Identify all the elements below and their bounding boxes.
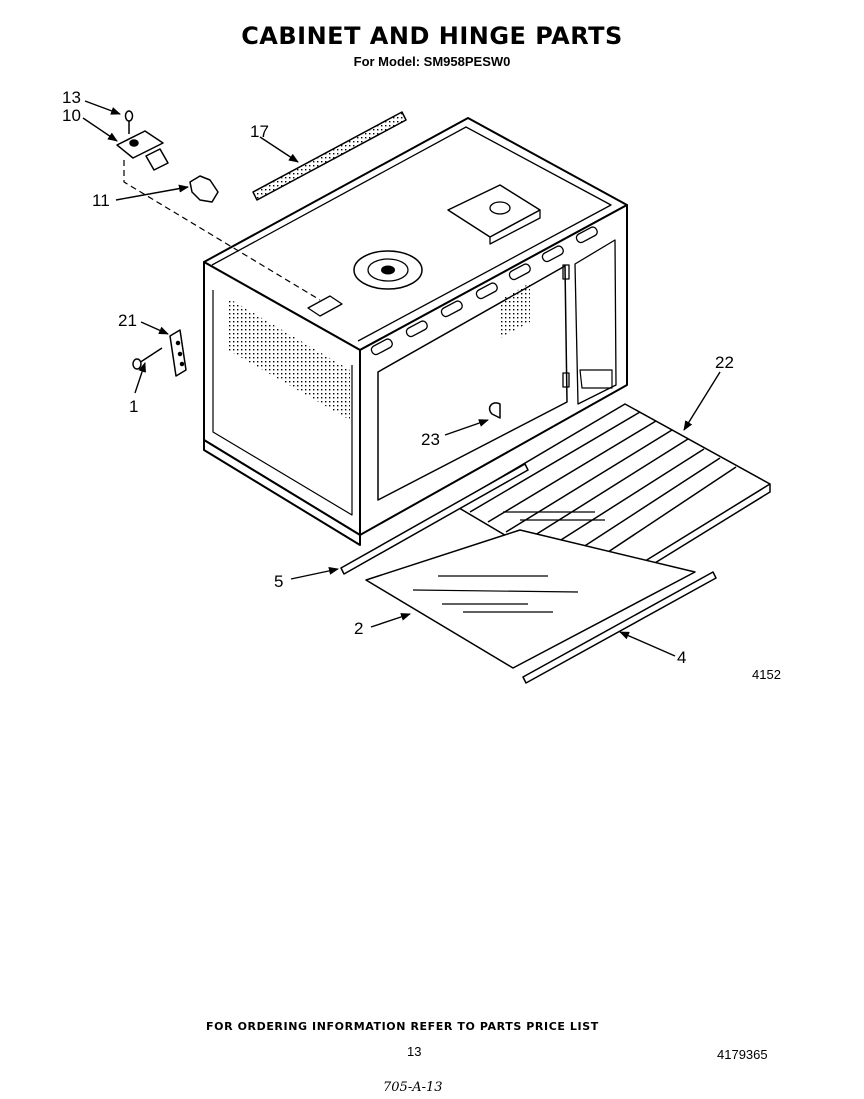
document-number: 4179365 <box>717 1047 768 1062</box>
hinge-screw-part-1 <box>132 347 163 370</box>
leader-lines <box>82 100 721 657</box>
lamp-assembly-parts-10-11-13 <box>116 110 321 301</box>
rail-strip-part-5 <box>340 463 529 575</box>
callout-4: 4 <box>677 648 686 667</box>
callout-17: 17 <box>250 122 269 141</box>
figure-id: 4152 <box>752 667 781 682</box>
callout-11: 11 <box>92 191 110 210</box>
callout-23: 23 <box>421 430 440 449</box>
glass-panel-part-2 <box>365 529 696 669</box>
callout-10: 10 <box>62 106 81 125</box>
callout-1: 1 <box>129 397 138 416</box>
callout-21: 21 <box>118 311 137 330</box>
hinge-block-part-21 <box>169 329 187 377</box>
handwritten-note: 705-A-13 <box>383 1080 443 1095</box>
gasket-strip-part-17 <box>252 111 407 201</box>
callout-2: 2 <box>354 619 363 638</box>
clip-part-23 <box>488 402 501 419</box>
callout-22: 22 <box>715 353 734 372</box>
cabinet-body <box>203 117 628 546</box>
page-title: CABINET AND HINGE PARTS <box>241 22 623 50</box>
callout-13: 13 <box>62 88 81 107</box>
trim-strip-part-4 <box>522 571 717 684</box>
page-number: 13 <box>407 1044 422 1059</box>
ordering-note: FOR ORDERING INFORMATION REFER TO PARTS … <box>206 1020 599 1033</box>
callout-labels: 13 10 11 17 21 1 22 23 5 2 4 <box>62 88 734 667</box>
callout-5: 5 <box>274 572 283 591</box>
model-subtitle: For Model: SM958PESW0 <box>353 54 511 69</box>
